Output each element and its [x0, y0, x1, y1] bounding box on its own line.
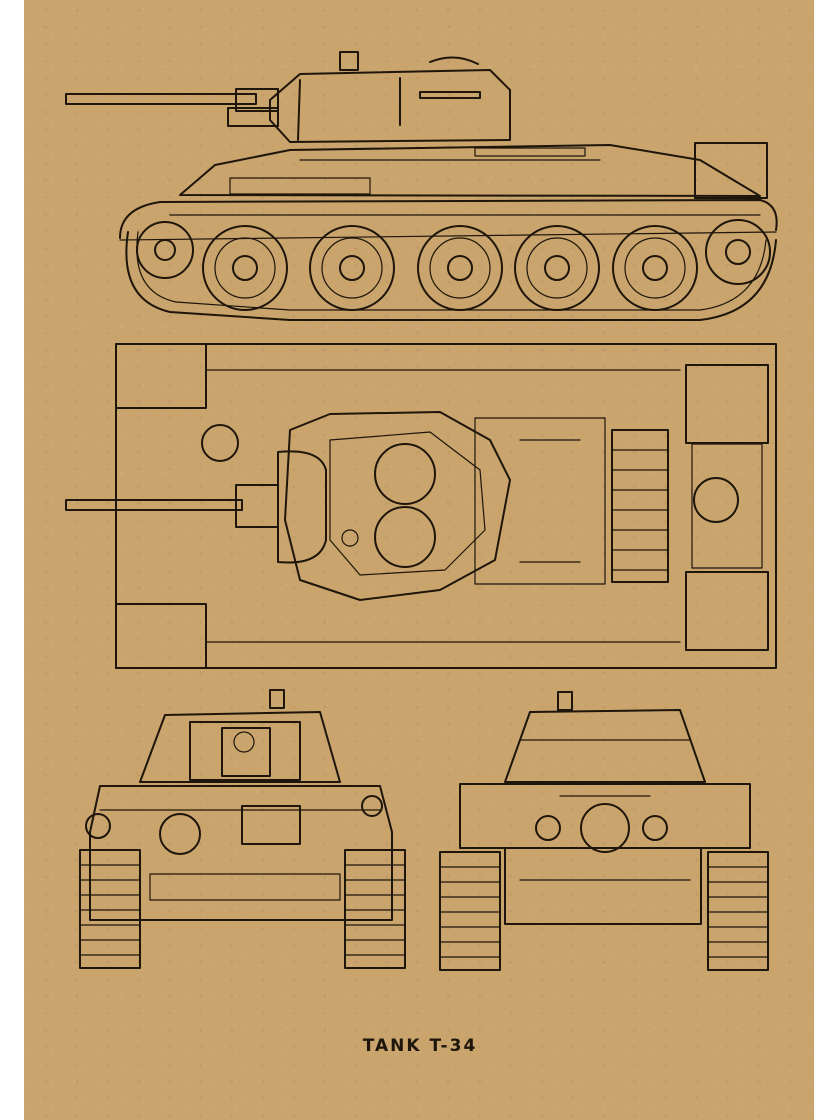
rear-turret — [504, 691, 706, 783]
rear-hull — [459, 783, 751, 925]
side-gun-barrel — [65, 88, 279, 127]
side-track — [125, 214, 777, 321]
top-view — [65, 343, 777, 669]
kraft-paper-sheet — [24, 0, 814, 1120]
side-road-wheels — [136, 219, 771, 311]
drawing-caption: TANK T-34 — [362, 1036, 478, 1056]
front-turret — [139, 689, 341, 783]
top-turret — [284, 411, 511, 601]
rear-view — [439, 691, 769, 971]
top-hull — [115, 343, 777, 669]
front-hull — [85, 785, 393, 921]
front-tracks — [79, 849, 406, 969]
front-view — [79, 689, 406, 969]
side-turret — [269, 51, 511, 143]
rear-tracks — [439, 851, 769, 971]
top-gun-barrel — [65, 450, 327, 564]
top-engine-deck — [474, 417, 669, 585]
side-hull — [119, 142, 778, 241]
side-view — [65, 51, 778, 321]
